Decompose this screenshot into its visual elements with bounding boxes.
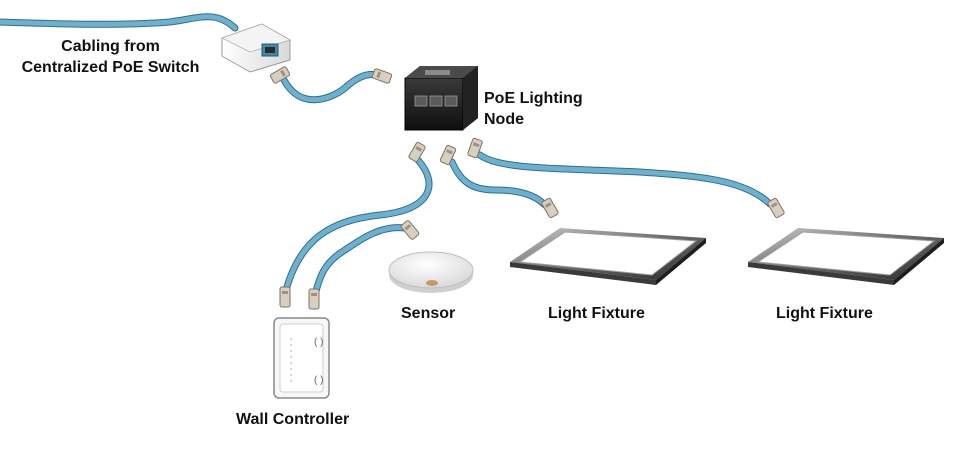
- cable-to-wall-controller-core: [283, 157, 432, 293]
- node-label-line-2: Node: [484, 111, 524, 128]
- node-label: PoE Lighting Node: [484, 88, 583, 130]
- cabling-label-line-2: Centralized PoE Switch: [21, 59, 200, 76]
- light-fixture-label-2: Light Fixture: [776, 305, 873, 322]
- connector-controller-2: [308, 288, 320, 310]
- cable-from-switch-core: [0, 14, 238, 31]
- connectors: [269, 66, 785, 310]
- light-fixture-device-1: [510, 228, 706, 285]
- wall-jack: [220, 23, 292, 73]
- connector-node-out-2: [439, 144, 457, 166]
- light-fixture-label-1: Light Fixture: [548, 305, 645, 322]
- light-fixture-device-2: [748, 228, 944, 285]
- cabling-label-line-1: Cabling from: [61, 38, 160, 55]
- svg-text:( ): ( ): [314, 375, 323, 386]
- connector-controller-1: [279, 286, 291, 308]
- cables: [0, 13, 774, 299]
- wall-controller-device: ( ) ( ): [273, 317, 330, 399]
- svg-text:( ): ( ): [314, 337, 323, 348]
- cable-jack-to-node-core: [281, 72, 383, 103]
- connector-node-in: [371, 68, 393, 84]
- connector-fixture-1: [541, 197, 559, 219]
- connector-sensor: [400, 220, 420, 240]
- wall-controller-label: Wall Controller: [236, 411, 350, 428]
- connector-fixture-2: [767, 197, 785, 219]
- sensor-label: Sensor: [401, 305, 456, 322]
- cable-to-fixture-1-core: [449, 159, 548, 208]
- cable-to-fixture-2-core: [477, 152, 773, 207]
- node-label-line-1: PoE Lighting: [484, 90, 583, 107]
- poe-lighting-node: [404, 66, 478, 131]
- connector-jack-out: [269, 66, 291, 84]
- connector-node-out-1: [408, 141, 426, 163]
- cabling-label: Cabling from Centralized PoE Switch: [8, 36, 213, 78]
- sensor-device: [388, 251, 474, 293]
- connector-node-out-3: [467, 137, 483, 159]
- cable-sensor-to-controller-core: [312, 225, 408, 298]
